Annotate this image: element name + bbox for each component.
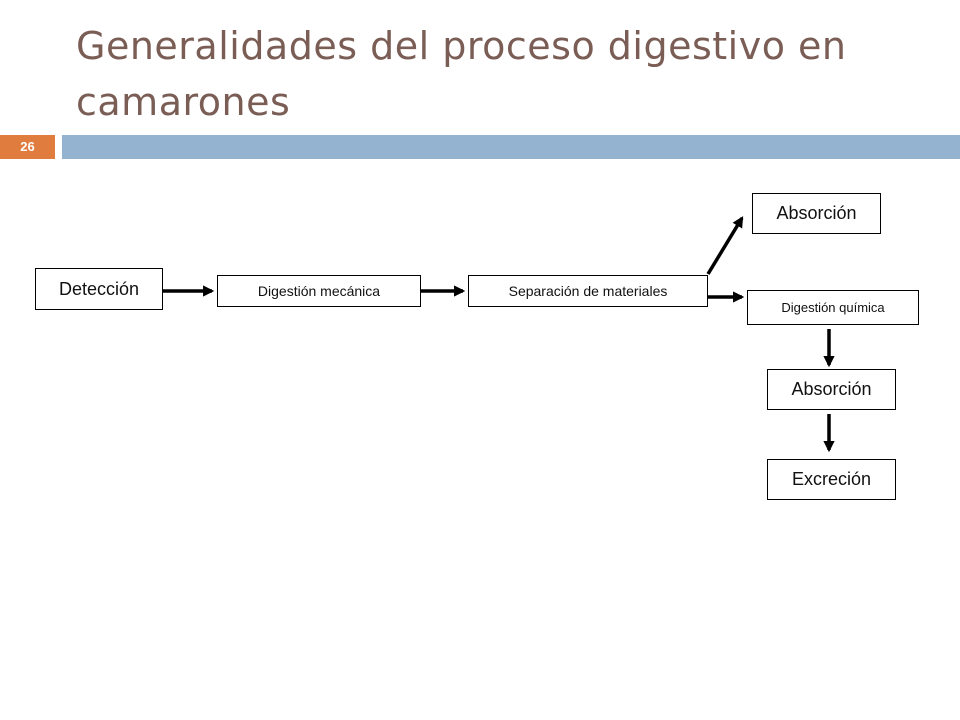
node-excrecion: Excreción (767, 459, 896, 500)
title-band (62, 135, 960, 159)
slide-number: 26 (0, 135, 55, 159)
node-separacion-materiales: Separación de materiales (468, 275, 708, 307)
node-deteccion: Detección (35, 268, 163, 310)
node-digestion-quimica: Digestión química (747, 290, 919, 325)
node-absorcion-top: Absorción (752, 193, 881, 234)
slide-title: Generalidades del proceso digestivo en c… (76, 24, 847, 124)
node-digestion-mecanica: Digestión mecánica (217, 275, 421, 307)
node-absorcion-bottom: Absorción (767, 369, 896, 410)
arrow-separacion-to-absorcion-top (706, 216, 744, 275)
